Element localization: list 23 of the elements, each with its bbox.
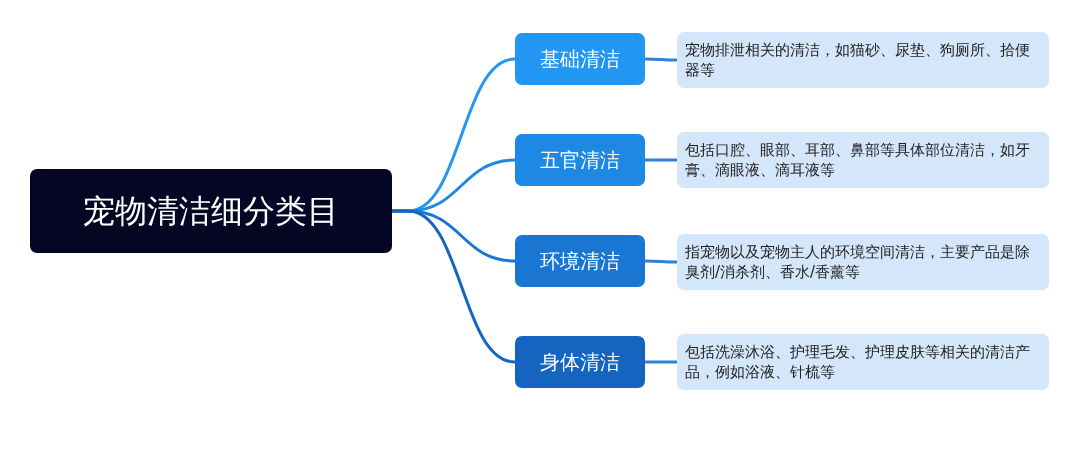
connector-line — [392, 209, 516, 364]
subtopic-box — [677, 32, 1049, 88]
topic-text: 环境清洁 — [540, 249, 620, 273]
connector-line — [645, 259, 677, 264]
root-topic-box — [30, 169, 392, 253]
topic-text: 包括洗澡沐浴、护理毛发、护理皮肤等相关的清洁产品，例如浴液、针梳等 — [685, 341, 1031, 383]
connector-line — [645, 360, 677, 364]
topic-text: 宠物清洁细分类目 — [83, 191, 339, 231]
subtopic-box — [677, 132, 1049, 188]
subtopic-box — [677, 334, 1049, 390]
connector-line — [645, 158, 677, 162]
topic-text: 基础清洁 — [540, 47, 620, 71]
topic-box — [515, 235, 645, 287]
topic-box — [515, 336, 645, 388]
topic-text: 身体清洁 — [540, 350, 620, 374]
topic-text: 包括口腔、眼部、耳部、鼻部等具体部位清洁，如牙膏、滴眼液、滴耳液等 — [685, 139, 1031, 181]
subtopic-box — [677, 234, 1049, 290]
connector-line — [645, 57, 677, 62]
topic-text: 五官清洁 — [540, 148, 620, 172]
topic-box — [515, 33, 645, 85]
topic-box — [515, 134, 645, 186]
topic-text: 指宠物以及宠物主人的环境空间清洁，主要产品是除臭剂/消杀剂、香水/香薰等 — [685, 241, 1031, 283]
topic-text: 宠物排泄相关的清洁，如猫砂、尿垫、狗厕所、拾便器等 — [685, 39, 1031, 81]
